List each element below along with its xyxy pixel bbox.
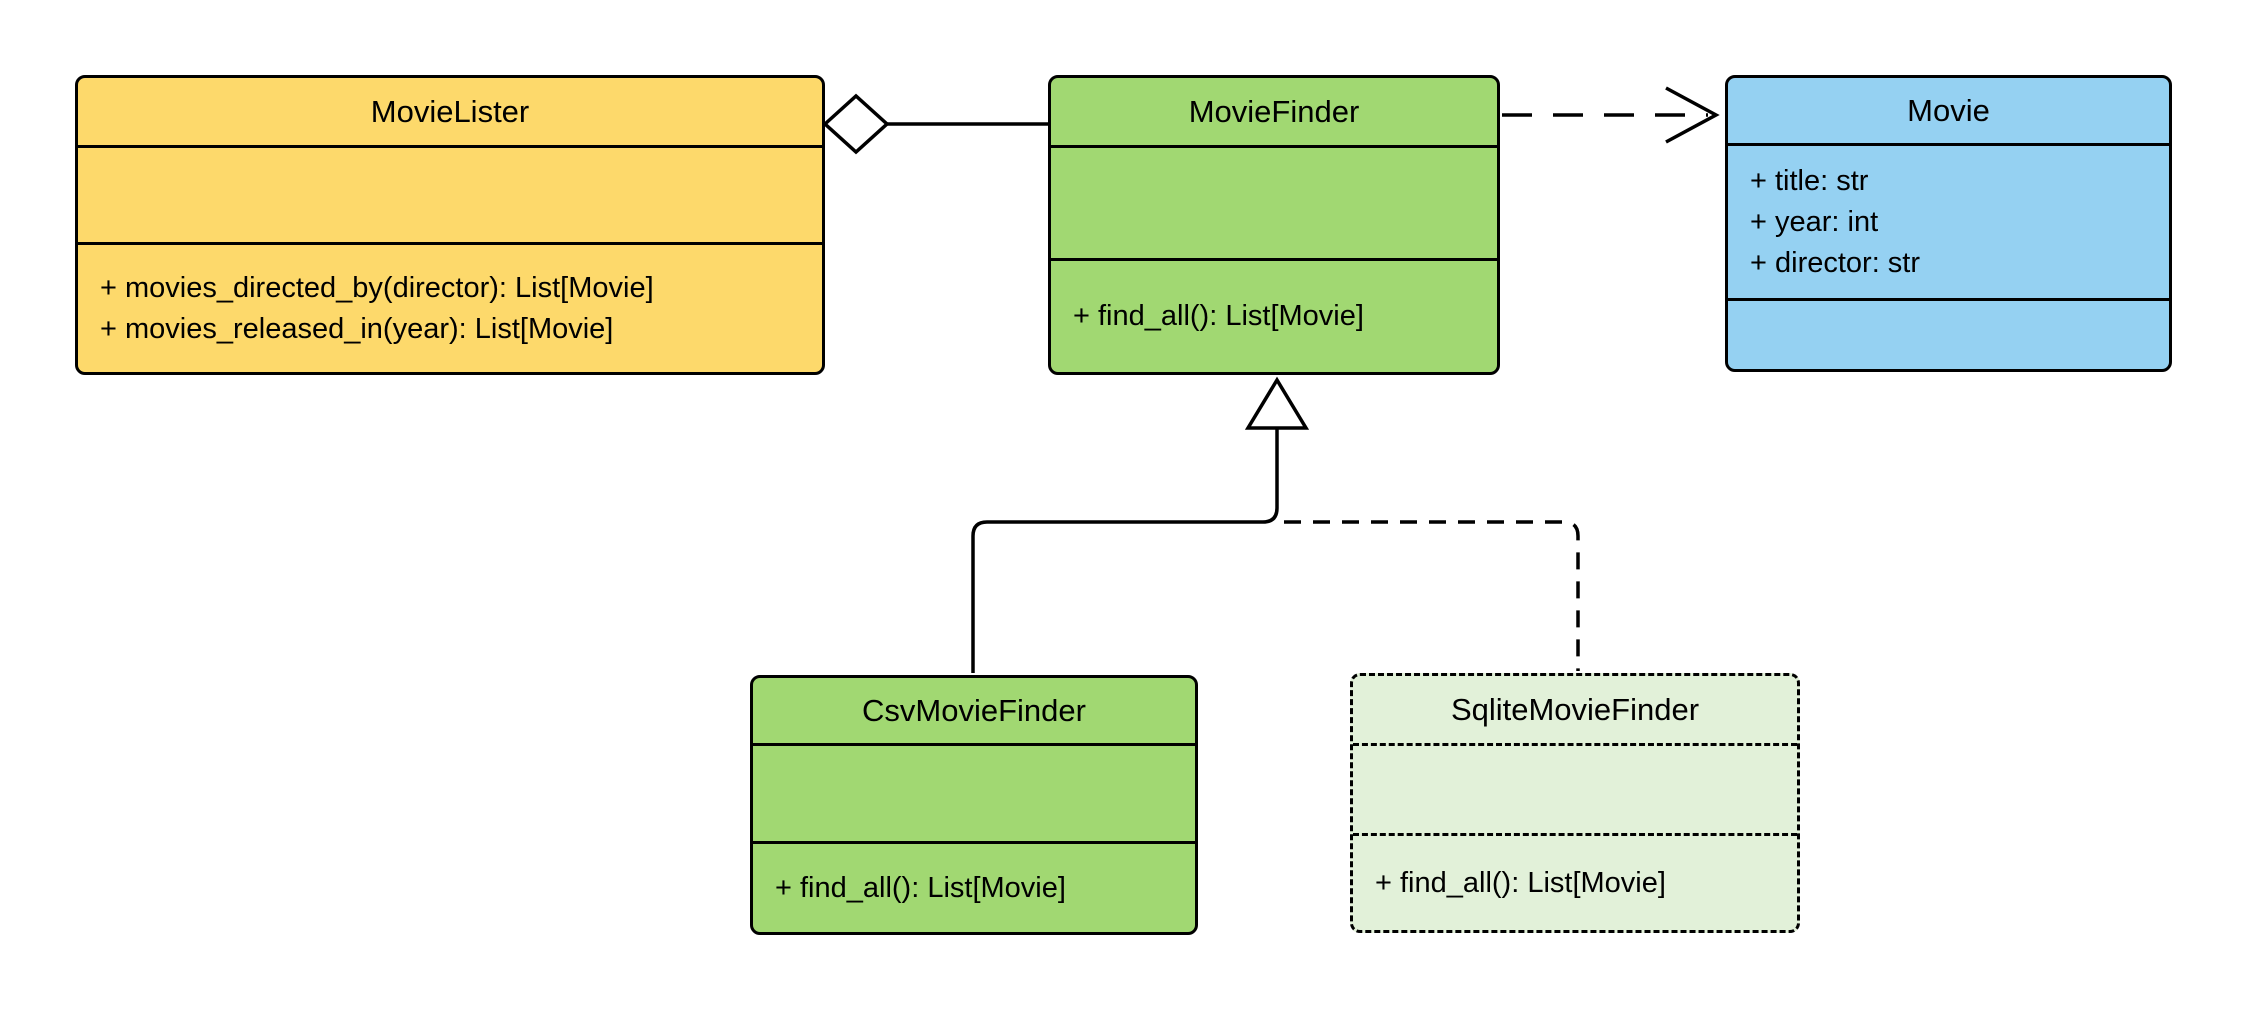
class-csvmoviefinder-methods: + find_all(): List[Movie] (753, 841, 1195, 932)
class-movie-title: Movie (1728, 78, 2169, 143)
attribute-entry: + director: str (1750, 246, 1921, 279)
class-moviefinder-attributes (1051, 145, 1497, 258)
class-sqlitemoviefinder-methods: + find_all(): List[Movie] (1353, 833, 1797, 930)
class-name: CsvMovieFinder (862, 692, 1086, 728)
class-movie: Movie + title: str + year: int + directo… (1725, 75, 2172, 372)
class-movielister-attributes (78, 145, 822, 242)
realization-edge (1284, 520, 1580, 671)
class-csvmoviefinder: CsvMovieFinder + find_all(): List[Movie] (750, 675, 1198, 935)
class-sqlitemoviefinder-title: SqliteMovieFinder (1353, 676, 1797, 743)
class-movie-attributes: + title: str + year: int + director: str (1728, 143, 2169, 298)
method-entry: + find_all(): List[Movie] (775, 871, 1066, 904)
class-sqlitemoviefinder-attributes (1353, 743, 1797, 833)
method-entry: + find_all(): List[Movie] (1375, 866, 1666, 899)
class-moviefinder-methods: + find_all(): List[Movie] (1051, 258, 1497, 372)
class-csvmoviefinder-attributes (753, 743, 1195, 841)
class-moviefinder-title: MovieFinder (1051, 78, 1497, 145)
class-csvmoviefinder-title: CsvMovieFinder (753, 678, 1195, 743)
class-name: MovieLister (370, 93, 530, 129)
aggregation-diamond (822, 93, 890, 155)
generalization-edge (971, 428, 1279, 673)
class-movielister-methods: + movies_directed_by(director): List[Mov… (78, 242, 822, 372)
class-name: SqliteMovieFinder (1450, 691, 1700, 727)
class-sqlitemoviefinder: SqliteMovieFinder + find_all(): List[Mov… (1350, 673, 1800, 933)
class-movielister: MovieLister + movies_directed_by(directo… (75, 75, 825, 375)
class-name: MovieFinder (1188, 93, 1360, 129)
attribute-entry: + title: str (1750, 164, 1869, 197)
method-entry: + movies_released_in(year): List[Movie] (100, 312, 614, 345)
method-entry: + movies_directed_by(director): List[Mov… (100, 271, 654, 304)
method-entry: + find_all(): List[Movie] (1073, 300, 1364, 332)
attribute-entry: + year: int (1750, 205, 1879, 238)
class-name: Movie (1907, 92, 1990, 128)
dependency-arrowhead (1665, 86, 1720, 144)
class-movie-methods (1728, 298, 2169, 369)
generalization-triangle (1244, 376, 1310, 430)
class-movielister-title: MovieLister (78, 78, 822, 145)
class-moviefinder: MovieFinder + find_all(): List[Movie] (1048, 75, 1500, 375)
